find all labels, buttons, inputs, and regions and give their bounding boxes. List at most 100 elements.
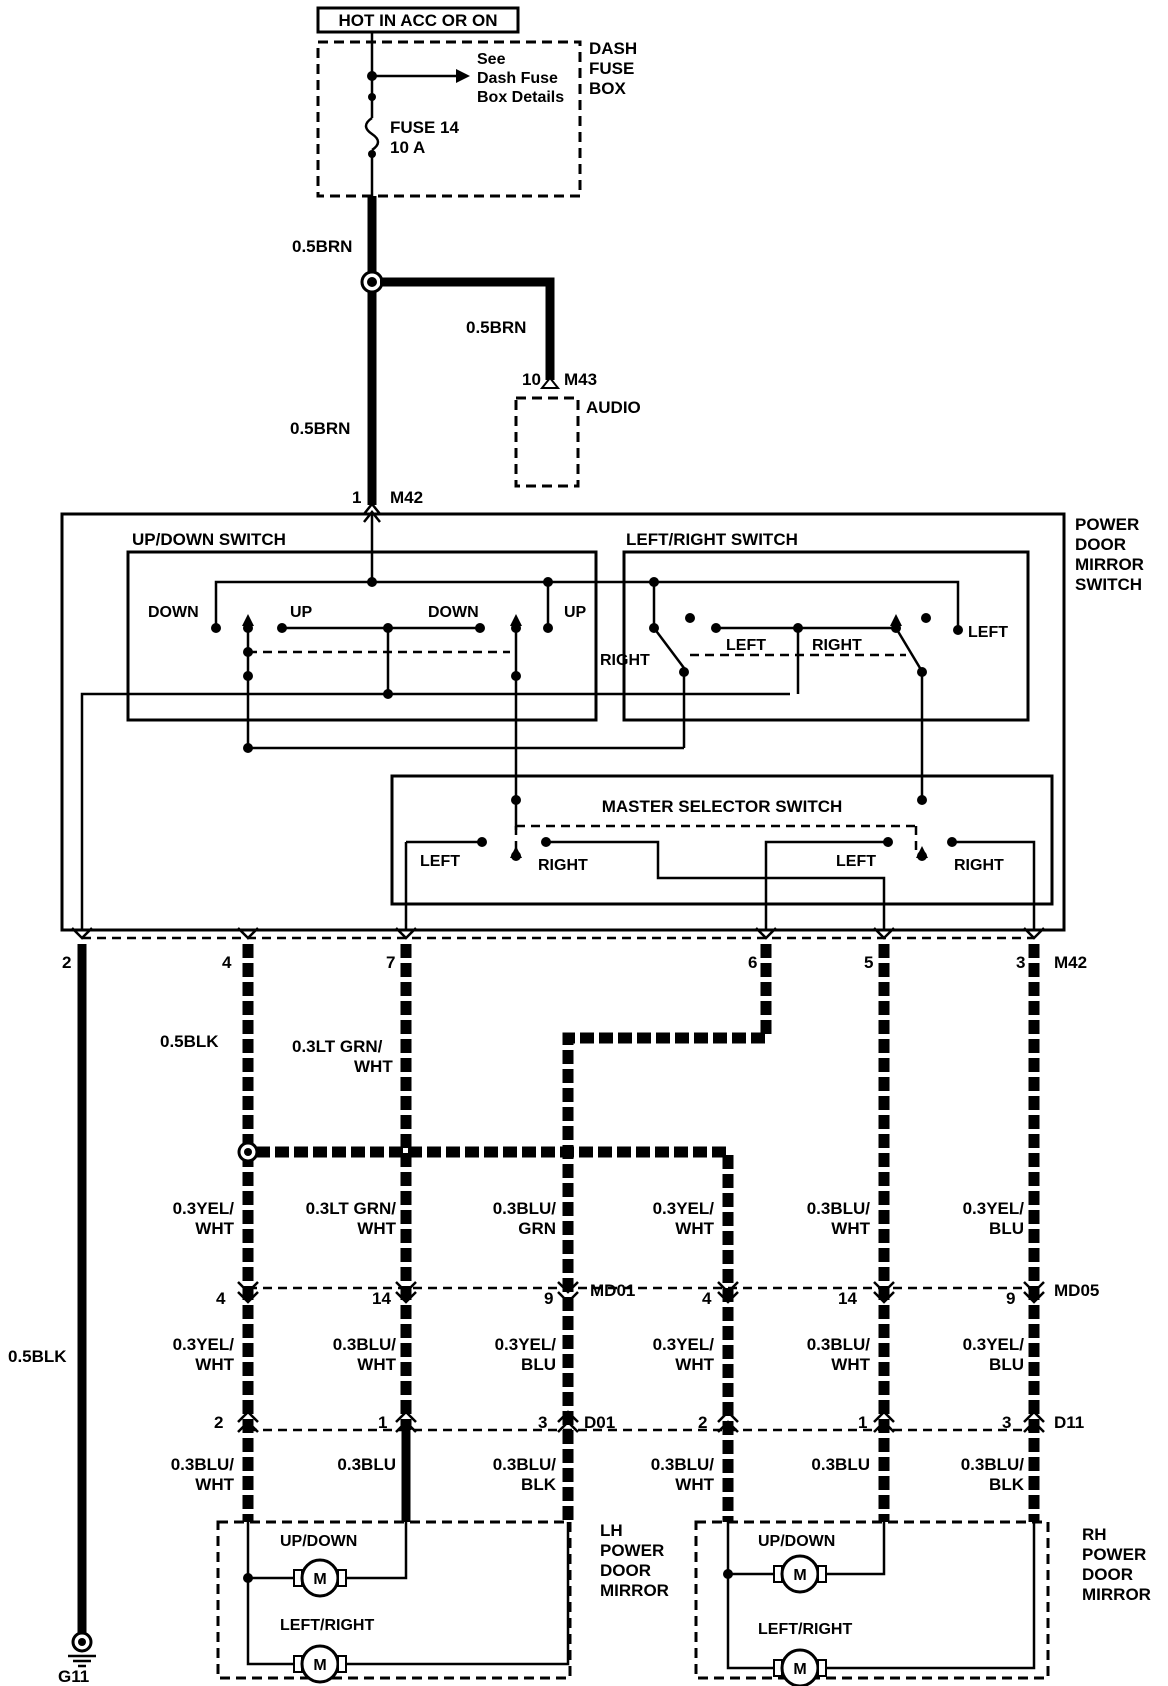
- svg-text:0.3BLU/: 0.3BLU/: [171, 1455, 235, 1474]
- lh-power-door-mirror: LH POWER DOOR MIRROR UP/DOWN LEFT/RIGHT …: [216, 1520, 669, 1684]
- power-source: HOT IN ACC OR ON: [316, 6, 520, 34]
- svg-text:HOT IN ACC OR ON: HOT IN ACC OR ON: [339, 11, 498, 30]
- svg-text:UP/DOWN SWITCH: UP/DOWN SWITCH: [132, 530, 286, 549]
- svg-text:FUSE 14: FUSE 14: [390, 118, 460, 137]
- svg-text:GRN: GRN: [518, 1219, 556, 1238]
- svg-text:POWER: POWER: [600, 1541, 664, 1560]
- svg-text:3: 3: [1016, 953, 1025, 972]
- svg-text:POWER: POWER: [1082, 1545, 1146, 1564]
- svg-text:0.5BRN: 0.5BRN: [290, 419, 350, 438]
- svg-text:WHT: WHT: [354, 1057, 393, 1076]
- svg-text:M: M: [793, 1567, 806, 1584]
- svg-text:0.3LT GRN/: 0.3LT GRN/: [292, 1037, 383, 1056]
- svg-text:0.5BLK: 0.5BLK: [160, 1032, 219, 1051]
- svg-text:M42: M42: [390, 488, 423, 507]
- svg-text:MIRROR: MIRROR: [600, 1581, 669, 1600]
- svg-text:RIGHT: RIGHT: [812, 637, 862, 654]
- svg-text:9: 9: [1006, 1289, 1015, 1308]
- svg-text:0.3BLU/: 0.3BLU/: [333, 1335, 397, 1354]
- svg-text:4: 4: [216, 1289, 226, 1308]
- svg-text:BOX: BOX: [589, 79, 627, 98]
- svg-text:DASH: DASH: [589, 39, 637, 58]
- svg-text:AUDIO: AUDIO: [586, 398, 641, 417]
- updown-switch: UP/DOWN SWITCH DOWN UP DOWN UP: [126, 512, 960, 830]
- svg-text:M: M: [313, 1571, 326, 1588]
- svg-text:0.3BLU/: 0.3BLU/: [651, 1455, 715, 1474]
- svg-text:DOOR: DOOR: [1075, 535, 1126, 554]
- svg-text:0.5BRN: 0.5BRN: [466, 318, 526, 337]
- svg-text:0.5BLK: 0.5BLK: [8, 1347, 67, 1366]
- svg-text:DOWN: DOWN: [148, 604, 199, 621]
- svg-text:0.3BLU: 0.3BLU: [811, 1455, 870, 1474]
- svg-text:SWITCH: SWITCH: [1075, 575, 1142, 594]
- svg-text:0.3YEL/: 0.3YEL/: [653, 1335, 715, 1354]
- svg-text:14: 14: [372, 1289, 391, 1308]
- svg-text:WHT: WHT: [831, 1355, 870, 1374]
- lower-wire-labels: 0.3YEL/ WHT 0.3BLU/ WHT 0.3YEL/ BLU 0.3Y…: [173, 1335, 1025, 1374]
- ground-icon: G11: [58, 1631, 96, 1686]
- svg-text:MD05: MD05: [1054, 1281, 1099, 1300]
- motor-icon: M: [773, 1554, 827, 1594]
- svg-text:2: 2: [214, 1413, 223, 1432]
- motor-icon: M: [293, 1558, 347, 1598]
- svg-text:LEFT: LEFT: [420, 853, 460, 870]
- svg-text:DOOR: DOOR: [600, 1561, 651, 1580]
- svg-text:0.3BLU: 0.3BLU: [337, 1455, 396, 1474]
- rh-power-door-mirror: RH POWER DOOR MIRROR UP/DOWN LEFT/RIGHT …: [694, 1520, 1151, 1686]
- svg-text:0.3BLU/: 0.3BLU/: [807, 1335, 871, 1354]
- svg-text:1: 1: [858, 1413, 867, 1432]
- svg-text:D01: D01: [584, 1413, 615, 1432]
- svg-text:M: M: [313, 1657, 326, 1674]
- svg-text:DOWN: DOWN: [428, 604, 479, 621]
- motor-icon: M: [293, 1644, 347, 1684]
- svg-text:5: 5: [864, 953, 873, 972]
- svg-text:WHT: WHT: [195, 1475, 234, 1494]
- svg-text:10 A: 10 A: [390, 138, 425, 157]
- svg-text:LEFT: LEFT: [836, 853, 876, 870]
- svg-text:0.5BRN: 0.5BRN: [292, 237, 352, 256]
- svg-text:1: 1: [378, 1413, 387, 1432]
- svg-text:LEFT: LEFT: [726, 637, 766, 654]
- bottom-wire-labels: 0.3BLU/ WHT 0.3BLU 0.3BLU/ BLK 0.3BLU/ W…: [171, 1455, 1025, 1494]
- svg-text:D11: D11: [1054, 1413, 1084, 1432]
- fuse-icon: [364, 116, 380, 152]
- svg-text:UP: UP: [564, 604, 587, 621]
- svg-text:RIGHT: RIGHT: [538, 857, 588, 874]
- svg-text:BLK: BLK: [521, 1475, 557, 1494]
- svg-text:UP: UP: [290, 604, 313, 621]
- svg-text:FUSE: FUSE: [589, 59, 634, 78]
- svg-text:3: 3: [1002, 1413, 1011, 1432]
- svg-text:7: 7: [386, 953, 395, 972]
- svg-text:0.3YEL/: 0.3YEL/: [173, 1199, 235, 1218]
- svg-text:UP/DOWN: UP/DOWN: [758, 1533, 835, 1550]
- svg-text:LEFT: LEFT: [968, 624, 1008, 641]
- audio-unit: 10 M43 AUDIO: [514, 370, 641, 488]
- svg-text:3: 3: [538, 1413, 547, 1432]
- svg-text:LEFT/RIGHT: LEFT/RIGHT: [280, 1617, 374, 1634]
- svg-text:M43: M43: [564, 370, 597, 389]
- brn-feed-wires: 0.5BRN 0.5BRN 0.5BRN: [290, 196, 555, 505]
- power-door-mirror-switch: 1 M42 POWER DOOR MIRROR SWITCH UP/DOWN S…: [60, 488, 1144, 932]
- svg-text:0.3YEL/: 0.3YEL/: [495, 1335, 557, 1354]
- svg-text:LEFT/RIGHT SWITCH: LEFT/RIGHT SWITCH: [626, 530, 798, 549]
- svg-text:4: 4: [222, 953, 232, 972]
- svg-text:RH: RH: [1082, 1525, 1107, 1544]
- svg-text:MIRROR: MIRROR: [1082, 1585, 1151, 1604]
- svg-text:MASTER SELECTOR SWITCH: MASTER SELECTOR SWITCH: [602, 797, 843, 816]
- svg-text:DOOR: DOOR: [1082, 1565, 1133, 1584]
- svg-text:0.3BLU/: 0.3BLU/: [961, 1455, 1025, 1474]
- svg-text:MD01: MD01: [590, 1281, 635, 1300]
- svg-text:M: M: [793, 1661, 806, 1678]
- svg-text:See: See: [477, 51, 506, 68]
- svg-text:RIGHT: RIGHT: [600, 652, 650, 669]
- svg-text:WHT: WHT: [675, 1475, 714, 1494]
- svg-text:10: 10: [522, 370, 541, 389]
- svg-text:0.3YEL/: 0.3YEL/: [653, 1199, 715, 1218]
- svg-text:LEFT/RIGHT: LEFT/RIGHT: [758, 1621, 852, 1638]
- connector-md01-md05: 4 14 9 MD01 4 14 9 MD05: [216, 1281, 1099, 1308]
- svg-text:2: 2: [698, 1413, 707, 1432]
- svg-text:WHT: WHT: [357, 1355, 396, 1374]
- svg-text:RIGHT: RIGHT: [954, 857, 1004, 874]
